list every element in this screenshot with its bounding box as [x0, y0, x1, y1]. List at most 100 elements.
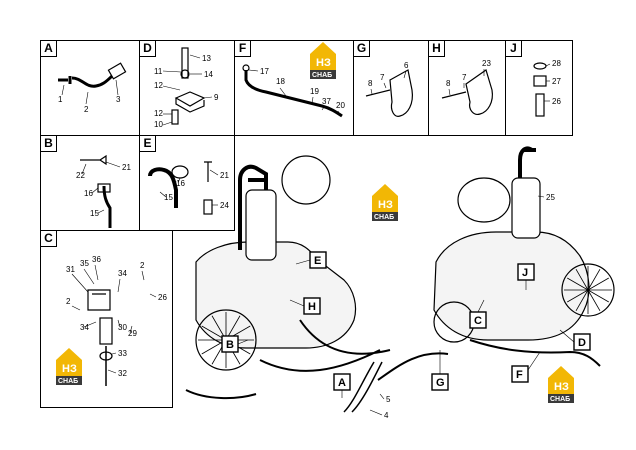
panel-a: A	[40, 40, 140, 136]
callout-27: 27	[552, 77, 561, 86]
bracket-g	[389, 69, 413, 117]
drain-cap-c	[99, 351, 113, 361]
logo-banner	[56, 376, 82, 385]
callout-29: 29	[128, 329, 137, 338]
leader-line	[71, 305, 81, 311]
logo-house-shape	[310, 42, 336, 70]
leader-line	[379, 393, 385, 400]
callout-7: 7	[380, 73, 385, 82]
leader-line	[105, 161, 121, 168]
callout-11: 11	[154, 67, 163, 76]
hose-f	[244, 70, 343, 118]
callout-21: 21	[220, 171, 229, 180]
panel-j-label: J	[506, 41, 522, 57]
leader-line	[477, 299, 485, 313]
leader-line	[559, 329, 575, 343]
logo-text: СНАБ	[312, 72, 332, 79]
fitting-j	[533, 75, 547, 87]
main-callout-d: D	[578, 337, 586, 349]
callout-22: 22	[76, 171, 85, 180]
nut-d	[180, 69, 190, 79]
main-callout-f-box	[511, 365, 529, 383]
leader-line	[448, 88, 451, 96]
logo-mark: НЗ	[62, 363, 77, 375]
main-callout-e: E	[314, 255, 321, 267]
callout-25: 25	[546, 193, 555, 202]
callout-8: 8	[446, 79, 451, 88]
panel-g-label: G	[354, 41, 370, 57]
callout-7: 7	[462, 73, 467, 82]
callout-3: 3	[116, 95, 121, 104]
callout-18: 18	[276, 77, 285, 86]
callout-36: 36	[92, 255, 101, 264]
leader-line	[321, 106, 325, 111]
panel-h-label: H	[429, 41, 445, 57]
hoses-left	[259, 319, 391, 372]
fan-right	[561, 263, 615, 317]
logo-text: СНАБ	[374, 214, 394, 221]
leader-line	[289, 299, 305, 307]
leader-line	[162, 70, 182, 73]
panel-c-label: C	[41, 231, 57, 247]
panel-d-label: D	[140, 41, 156, 57]
callout-5: 5	[386, 395, 391, 404]
leader-line	[81, 163, 87, 175]
leader-line	[61, 84, 65, 96]
callout-23: 23	[482, 59, 491, 68]
bracket-h	[465, 69, 493, 115]
panel-e: E	[139, 135, 235, 231]
callout-35: 35	[80, 259, 89, 268]
leader-line	[141, 270, 145, 281]
filter-c	[99, 317, 113, 345]
leader-line	[248, 69, 259, 72]
muffler-right	[511, 177, 541, 239]
callout-12: 12	[154, 81, 163, 90]
air-filter-right	[457, 177, 511, 223]
logo-mark: НЗ	[554, 381, 569, 393]
leader-line	[117, 278, 121, 293]
logo-house-shape	[56, 348, 82, 376]
bracket-d	[174, 91, 206, 113]
air-filter-left	[281, 155, 331, 205]
leader-line	[107, 369, 117, 374]
leader-line	[83, 321, 97, 328]
callout-21: 21	[122, 163, 131, 172]
panel-f-label: F	[235, 41, 251, 57]
logo-mark: НЗ	[378, 199, 393, 211]
leader-line	[209, 169, 219, 176]
hose-left-bottom	[185, 389, 257, 400]
leader-line	[189, 54, 201, 59]
exhaust-stack-left	[238, 164, 268, 250]
leader-line	[97, 209, 105, 214]
bracket-c	[87, 289, 111, 311]
callout-19: 19	[310, 87, 319, 96]
leader-line	[203, 96, 213, 99]
callout-17: 17	[260, 67, 269, 76]
bolt-h	[441, 91, 467, 99]
leader-line	[94, 264, 99, 281]
bolt-g	[365, 89, 391, 97]
callout-4: 4	[384, 411, 389, 420]
callout-16: 16	[84, 189, 93, 198]
callout-13: 13	[202, 54, 211, 63]
hose-e	[148, 167, 178, 208]
panel-d: D	[139, 40, 235, 136]
leader-line	[537, 195, 545, 198]
callout-15: 15	[164, 193, 173, 202]
leader-line	[403, 70, 407, 79]
panel-j: J	[505, 40, 573, 136]
leader-line	[337, 110, 341, 117]
leader-line	[369, 409, 383, 416]
valve-b	[80, 154, 107, 166]
main-callout-b: B	[226, 339, 234, 351]
callout-8: 8	[368, 79, 373, 88]
callout-34: 34	[80, 323, 89, 332]
engine-right-body	[433, 231, 590, 341]
logo-house-shape	[372, 184, 398, 212]
leader-line	[311, 96, 314, 105]
main-callout-a: A	[338, 377, 346, 389]
leader-line	[159, 191, 167, 198]
main-callout-j: J	[522, 267, 528, 279]
leader-line	[279, 87, 287, 97]
